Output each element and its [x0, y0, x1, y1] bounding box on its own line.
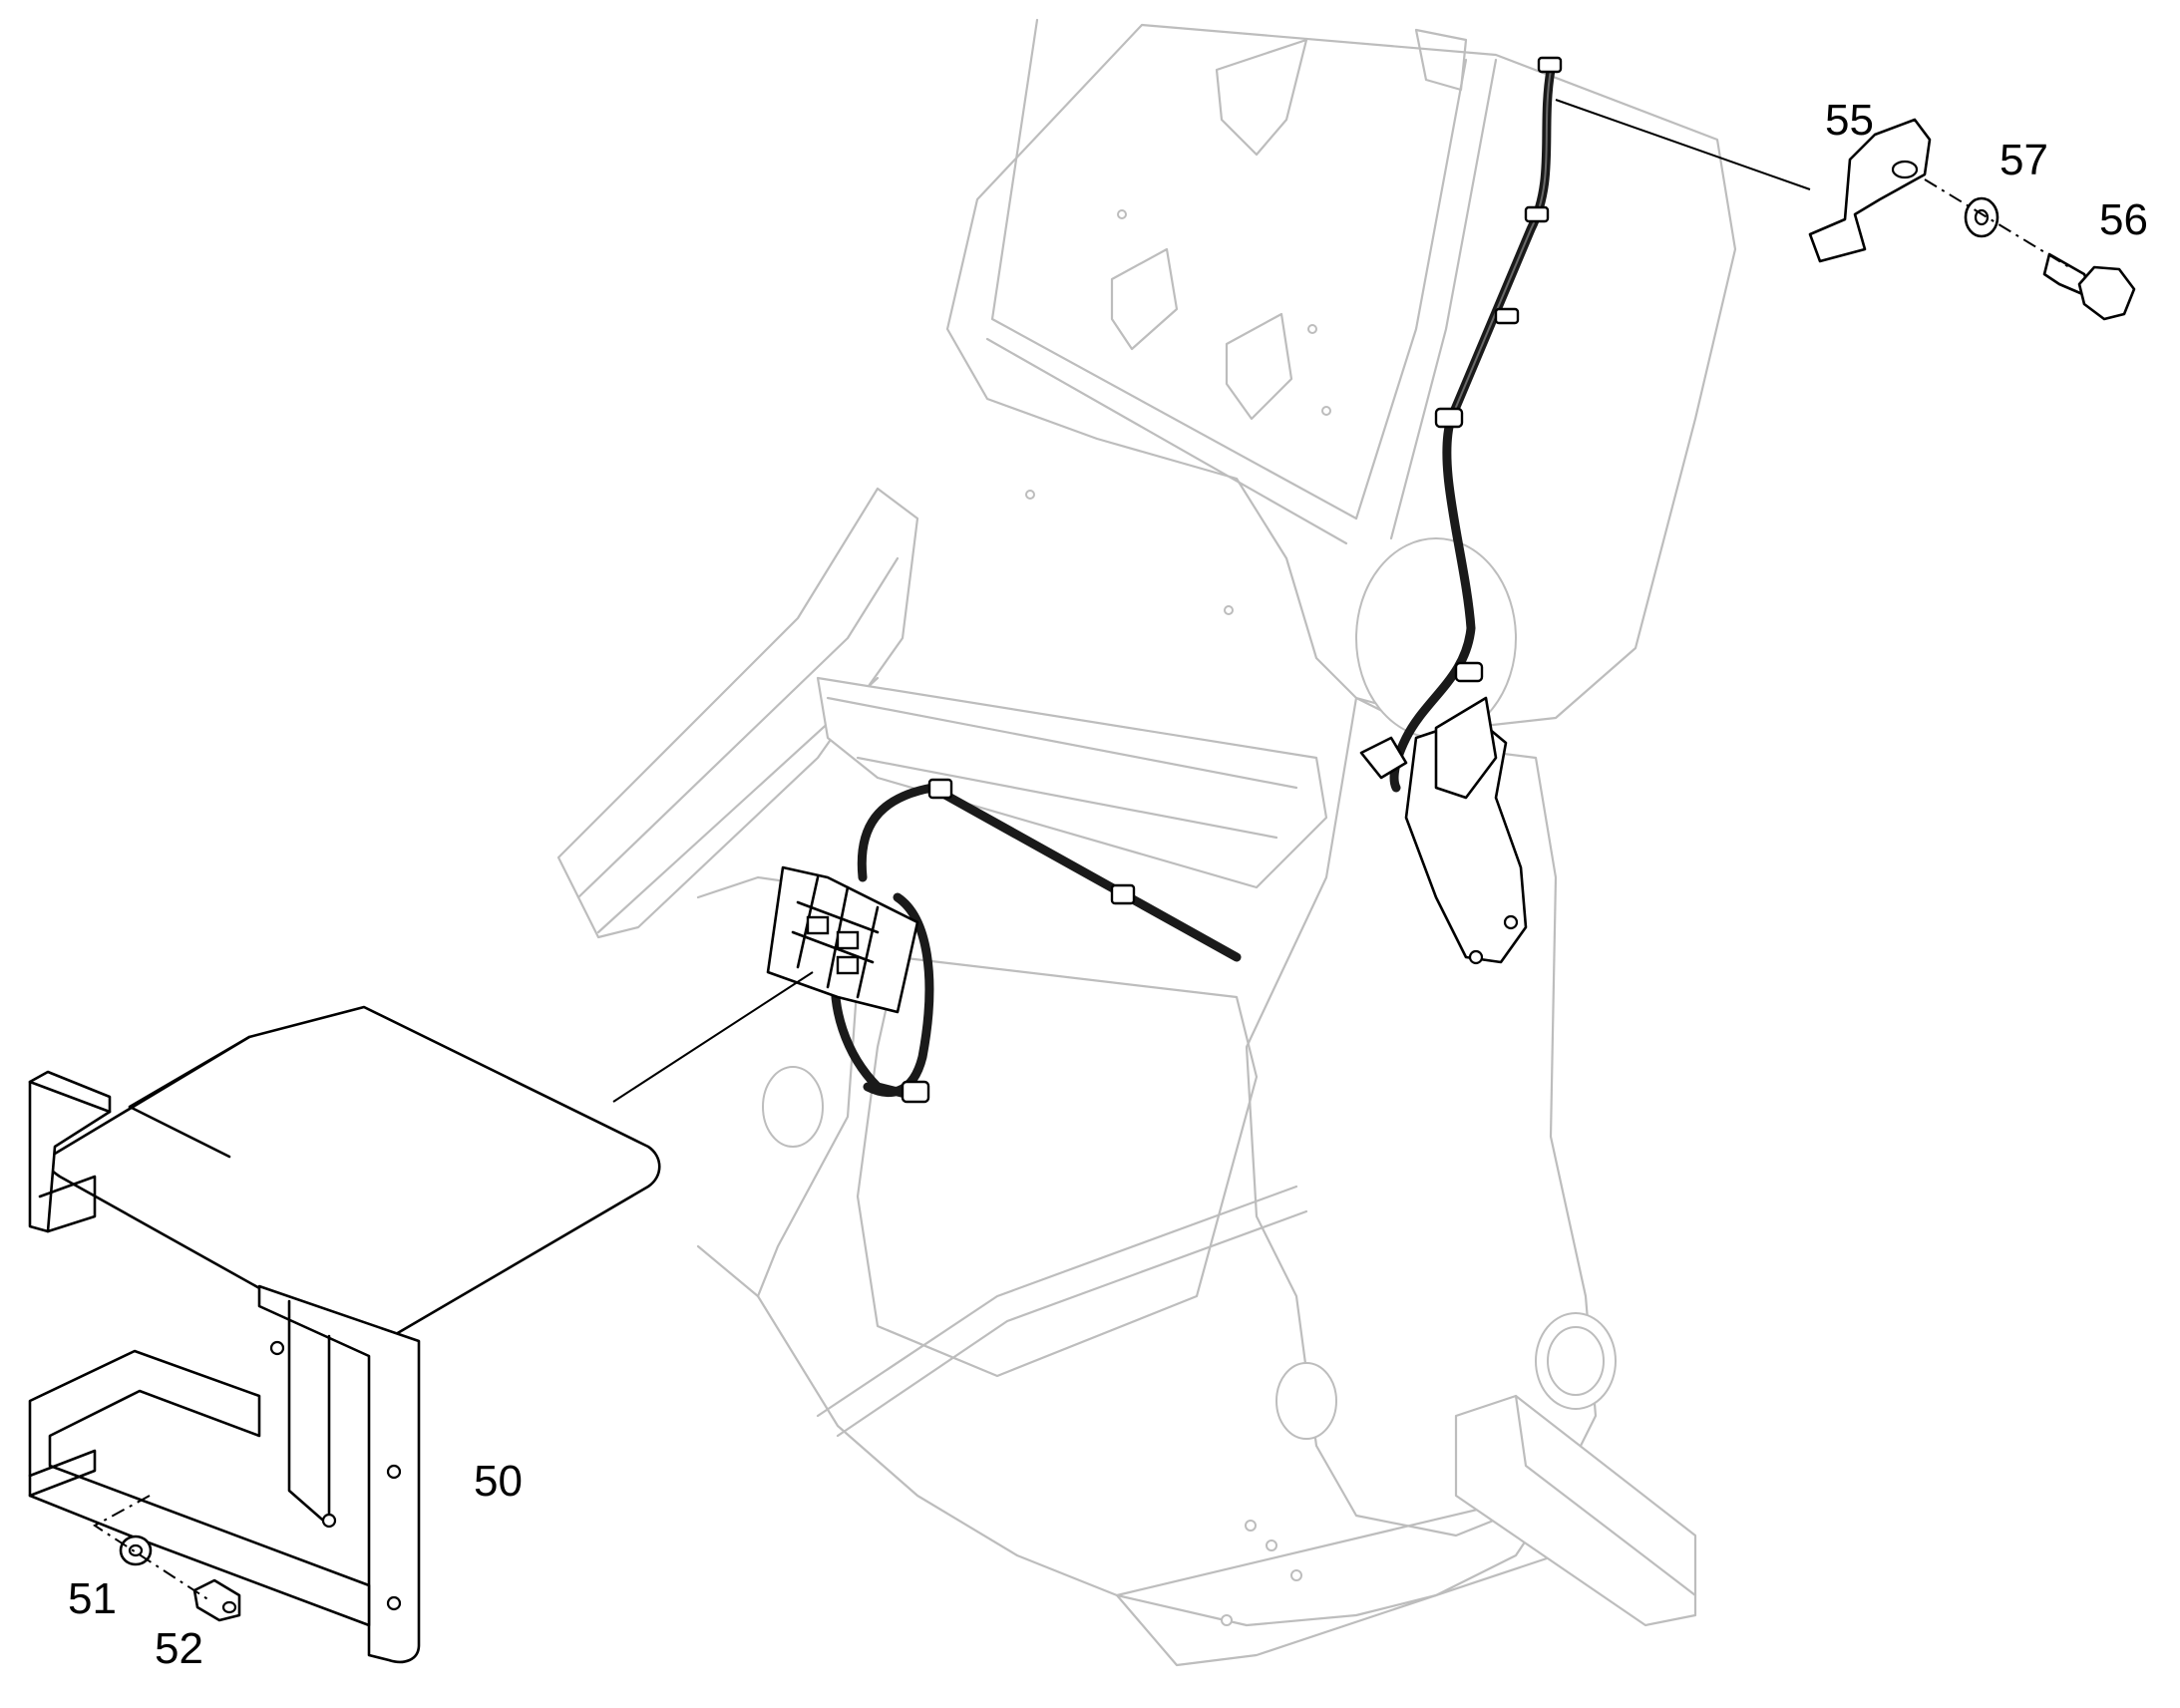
harness-cable-cross [857, 783, 1242, 962]
frame-cross-lines [826, 696, 1298, 840]
harness-cable-upper-core [1450, 69, 1552, 420]
frame-bracket [1414, 28, 1468, 92]
cover-lower-bracket [28, 1349, 371, 1627]
cover-panel-hole [386, 1595, 402, 1611]
frame-upper-plate [945, 23, 1737, 730]
washer-57-inner [1974, 208, 1990, 226]
callout-55: 55 [1825, 96, 1874, 145]
callout-52: 52 [155, 1624, 203, 1673]
frame-left-arm [556, 487, 919, 939]
callout-50: 50 [474, 1457, 523, 1506]
frame-bracket [1215, 38, 1308, 157]
frame-bottom-plate [1115, 1494, 1558, 1667]
screw-52-socket [221, 1600, 237, 1614]
bracket-55-body [1808, 118, 1932, 263]
frame-bracket [1225, 312, 1293, 421]
cover-panel-hole [321, 1513, 337, 1529]
callout-labels: 50 51 52 55 57 56 [68, 96, 2148, 1673]
frame-bore-left [762, 1066, 824, 1148]
part-50-cover [28, 1005, 661, 1664]
harness-clip [1494, 307, 1520, 325]
harness-clip [1110, 883, 1136, 905]
cover-top-plate [45, 1005, 661, 1347]
cover-lower-slot [28, 1449, 97, 1498]
frame-lower-rim [816, 1185, 1308, 1438]
cable-harness [830, 56, 1563, 1104]
frame-fix-hole [1117, 209, 1127, 219]
control-module-connector [836, 955, 860, 975]
harness-clip [1454, 661, 1484, 683]
frame-lower-bowl [756, 1294, 1558, 1627]
screw-52-body [192, 1578, 241, 1622]
frame-foot-edge [1514, 1394, 1697, 1597]
frame-bore-center [1275, 1362, 1337, 1440]
harness-clip [901, 1080, 930, 1104]
control-module [766, 865, 919, 1014]
cover-side-panel [257, 1284, 421, 1664]
machine-frame [556, 18, 1737, 1667]
frame-plate-crease [985, 18, 1358, 545]
frame-bracket [1110, 247, 1179, 351]
part-57-washer [1964, 196, 1999, 238]
frame-boss-upper [1355, 537, 1517, 739]
cover-panel-hole [386, 1464, 402, 1480]
cover-panel-hole [269, 1340, 285, 1356]
part-52-screw [192, 1578, 241, 1622]
control-module-connector [836, 930, 860, 950]
part-56-bolt [2042, 252, 2136, 321]
part-55-bracket [1808, 118, 1932, 263]
hinge-bolt [1468, 949, 1484, 965]
leader-lines [93, 99, 2070, 1601]
frame-fix-hole [1290, 1569, 1302, 1581]
hinge-bolt [1503, 914, 1519, 930]
frame-fix-hole [1245, 1520, 1257, 1532]
harness-clip [927, 778, 953, 800]
harness-clip [1537, 56, 1563, 74]
hinge-plate [1434, 696, 1498, 800]
frame-fix-hole [1307, 324, 1317, 334]
harness-clip [1524, 205, 1550, 223]
harness-clip [1434, 407, 1464, 429]
cover-top-notch [128, 1035, 251, 1159]
frame-fix-hole [1321, 406, 1331, 416]
leader-cover-51-52 [93, 1495, 210, 1601]
control-module-connector [806, 915, 830, 935]
hinge-tab [1359, 736, 1408, 780]
washer-51-inner [128, 1543, 144, 1557]
frame-fix-hole [1266, 1539, 1277, 1551]
callout-51: 51 [68, 1574, 117, 1623]
leader-50-to-module [612, 971, 814, 1103]
leader-55-to-frame [1555, 99, 1811, 190]
frame-fix-hole [1221, 1614, 1233, 1626]
cover-side-panel-fold [287, 1299, 331, 1528]
cover-left-bracket-upper-lip [28, 1070, 112, 1233]
callout-57: 57 [1999, 136, 2048, 184]
bolt-56-head [2077, 265, 2136, 321]
frame-bore-right-inner [1547, 1326, 1605, 1396]
frame-fix-hole [1224, 605, 1234, 615]
frame-cross-member [816, 676, 1328, 889]
callout-56: 56 [2099, 195, 2148, 244]
part-51-washer [119, 1535, 153, 1566]
bracket-55-hole [1891, 160, 1919, 179]
hinge-bracket [1359, 696, 1528, 965]
frame-fix-hole [1025, 490, 1035, 500]
frame-plate-edge [1354, 58, 1498, 540]
